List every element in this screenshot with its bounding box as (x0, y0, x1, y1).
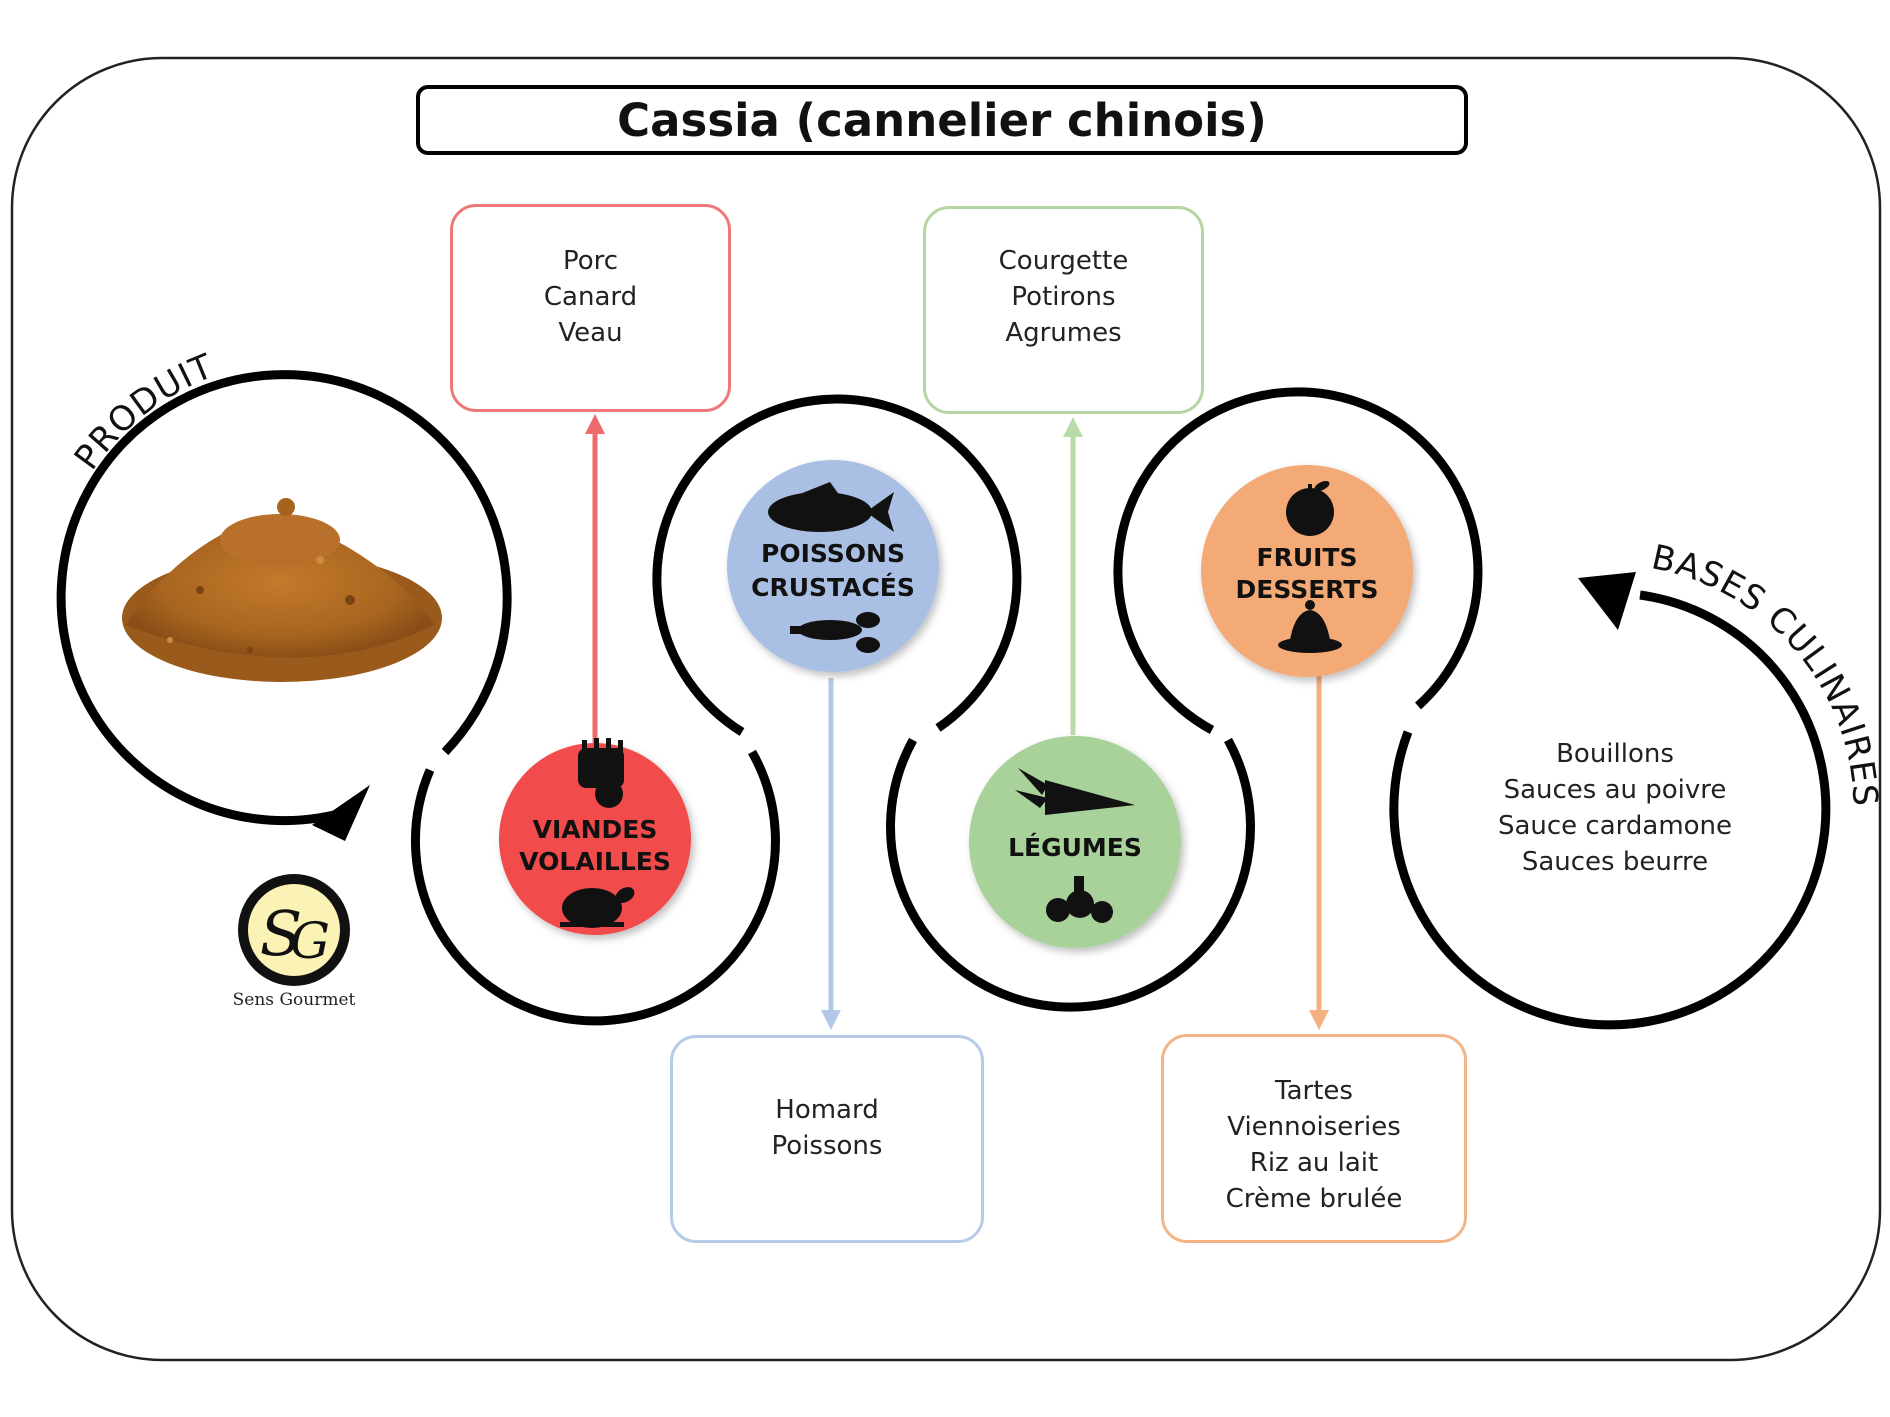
spice-powder-image (122, 498, 442, 682)
outer-frame (10, 56, 1882, 1362)
apple-icon (1286, 481, 1334, 536)
svg-text:S: S (260, 897, 302, 970)
list-item: Bouillons (1556, 739, 1674, 769)
category-viandes (499, 743, 691, 935)
svg-text:G: G (290, 912, 330, 970)
poissons-box: Homard Poissons (670, 1035, 984, 1243)
list-item: Viennoiseries (1227, 1112, 1401, 1142)
viandes-label-2: VOLAILLES (519, 847, 671, 876)
svg-text:Sens Gourmet: Sens Gourmet (233, 990, 356, 1010)
list-item: Courgette (998, 246, 1129, 276)
list-item: Potirons (1011, 282, 1116, 312)
category-fruits (1201, 465, 1413, 677)
list-item: Sauces beurre (1521, 847, 1709, 877)
connector-arrows (585, 414, 1329, 1030)
legumes-box: Courgette Potirons Agrumes (923, 206, 1204, 414)
list-item: Porc (562, 246, 619, 276)
produit-arrow-head (312, 785, 370, 841)
sens-gourmet-logo: S G Sens Gourmet (233, 874, 356, 1010)
list-item: Riz au lait (1249, 1148, 1379, 1178)
lamb-rack-icon (578, 738, 624, 808)
radish-icon (1046, 876, 1113, 923)
list-item: Crème brulée (1225, 1184, 1403, 1214)
list-item: Sauces au poivre (1503, 775, 1727, 805)
roast-chicken-icon (560, 887, 635, 928)
flow-arcs (56, 370, 1831, 1030)
produit-label: PRODUIT (67, 346, 219, 477)
bases-arrow-head (1578, 572, 1636, 630)
list-item: Canard (543, 282, 638, 312)
bases-list: Bouillons Sauces au poivre Sauce cardamo… (1455, 736, 1775, 880)
fish-icon (768, 482, 894, 532)
legumes-label-1: LÉGUMES (1008, 833, 1142, 862)
category-legumes (969, 736, 1181, 948)
lobster-icon (790, 612, 880, 653)
list-item: Homard (775, 1095, 879, 1125)
list-item: Poissons (771, 1131, 883, 1161)
poissons-label-1: POISSONS (761, 539, 905, 568)
pudding-icon (1278, 600, 1342, 653)
list-item: Veau (558, 318, 623, 348)
poissons-label-2: CRUSTACÉS (751, 573, 915, 602)
viandes-box: Porc Canard Veau (450, 204, 731, 412)
fruits-label-2: DESSERTS (1236, 575, 1379, 604)
list-item: Sauce cardamone (1497, 811, 1733, 841)
carrot-icon (1015, 768, 1135, 815)
fruits-label-1: FRUITS (1257, 543, 1358, 572)
list-item: Tartes (1275, 1076, 1353, 1106)
viandes-label-1: VIANDES (533, 815, 658, 844)
list-item: Agrumes (1005, 318, 1122, 348)
page-title: Cassia (cannelier chinois) (416, 85, 1468, 155)
fruits-box: Tartes Viennoiseries Riz au lait Crème b… (1161, 1034, 1467, 1243)
